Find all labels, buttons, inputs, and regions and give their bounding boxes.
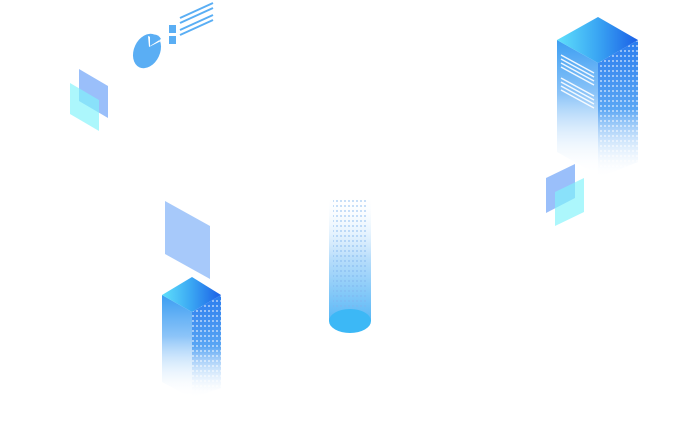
legend-lines-icon	[169, 2, 214, 44]
floating-panel-middle	[165, 201, 210, 279]
floating-panels-right	[546, 164, 584, 226]
server-tower-right	[557, 17, 638, 178]
server-tower-bottom	[162, 277, 221, 398]
pie-chart-icon	[132, 33, 162, 69]
floating-panels-left	[70, 69, 108, 131]
data-cylinder	[329, 195, 371, 333]
